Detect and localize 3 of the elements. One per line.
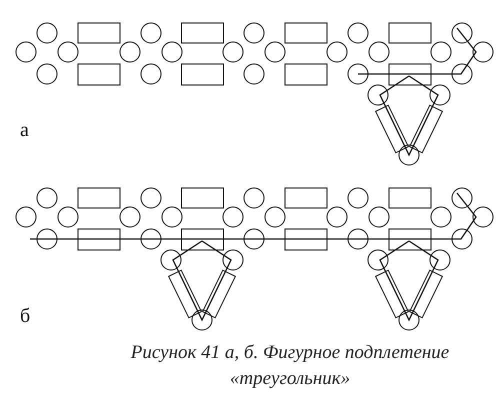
panel-label: б <box>20 306 30 326</box>
panel-label: а <box>20 120 29 140</box>
figure-caption: Рисунок 41 а, б. Фигурное подплетение «треугольник» <box>130 341 450 391</box>
